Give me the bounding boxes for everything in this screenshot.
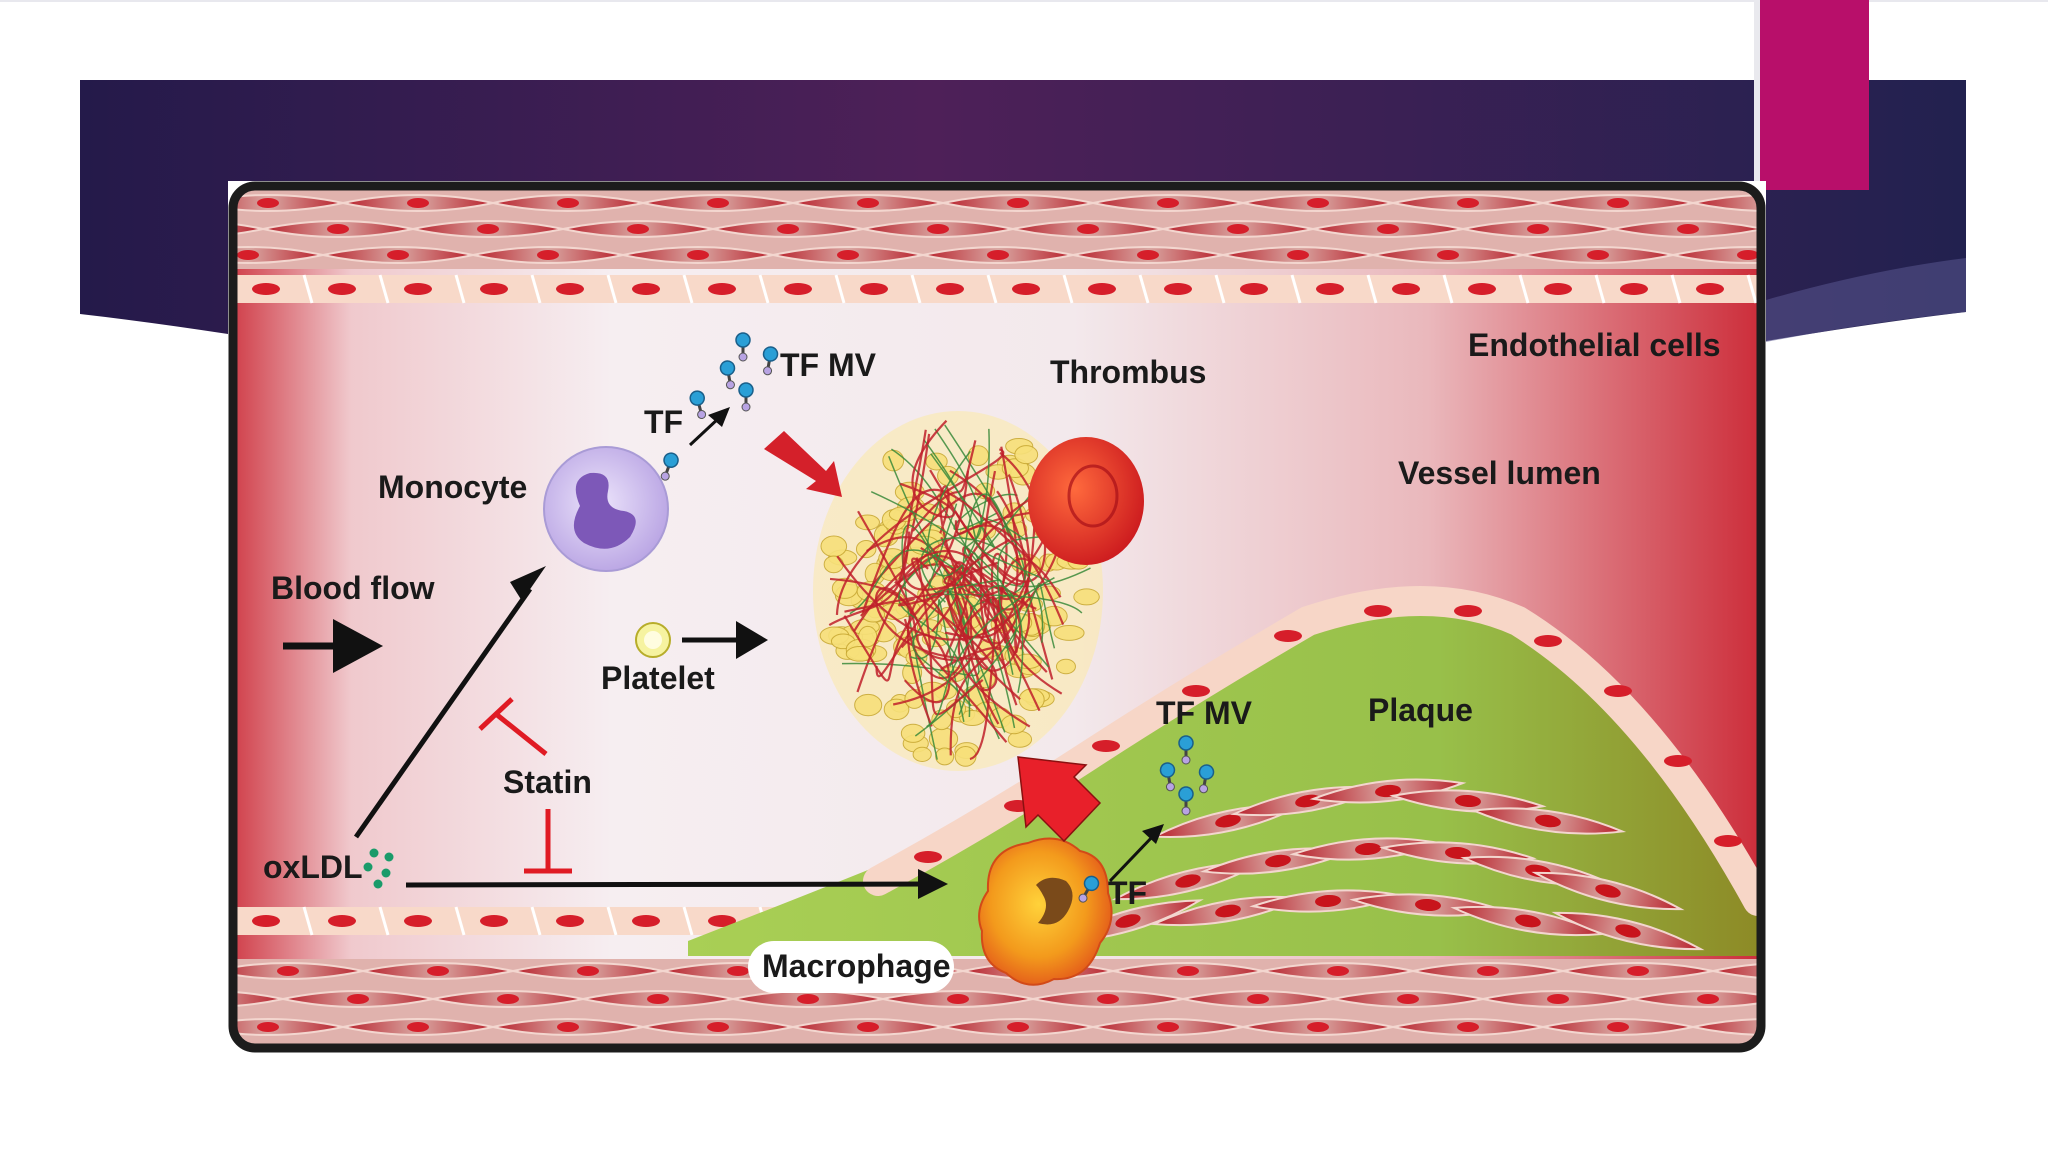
label-blood-flow: Blood flow [271, 570, 435, 606]
monocyte-cell [543, 446, 669, 572]
label-tf-top: TF [644, 404, 683, 440]
label-platelet: Platelet [601, 660, 715, 696]
top-vessel-wall [236, 189, 1758, 269]
plaque-endothelial-cells [914, 605, 1742, 863]
top-endothelium [236, 274, 1758, 304]
vessel-diagram: Endothelial cells Vessel lumen Thrombus … [228, 181, 1766, 1053]
label-tf-mv-plaque: TF MV [1156, 695, 1253, 731]
label-tf-bottom: TF [1108, 875, 1147, 911]
label-oxldl: oxLDL [263, 849, 363, 885]
thrombus [813, 411, 1144, 771]
plaque-smooth-muscle-cells [1052, 778, 1705, 951]
macrophage-cell [978, 837, 1113, 986]
label-plaque: Plaque [1368, 692, 1473, 728]
label-monocyte: Monocyte [378, 469, 527, 505]
statin-inhibition [478, 697, 572, 874]
figure-border [228, 181, 1766, 1053]
label-macrophage: Macrophage [762, 948, 950, 984]
arrows [283, 407, 1164, 899]
thrombosis-figure: Endothelial cells Vessel lumen Thrombus … [228, 181, 1766, 1053]
platelet-cell [635, 622, 671, 658]
red-arrows [764, 431, 1102, 843]
label-endothelial-cells: Endothelial cells [1468, 327, 1721, 363]
oxldl-particles [363, 848, 394, 889]
label-tf-mv-top: TF MV [780, 347, 877, 383]
accent-block [1754, 0, 1869, 190]
label-thrombus: Thrombus [1050, 354, 1206, 390]
label-statin: Statin [503, 764, 592, 800]
macrophage-label-pill [748, 941, 954, 993]
red-blood-cell [1028, 437, 1144, 565]
label-vessel-lumen: Vessel lumen [1398, 455, 1601, 491]
bottom-vessel-wall [236, 959, 1758, 1045]
